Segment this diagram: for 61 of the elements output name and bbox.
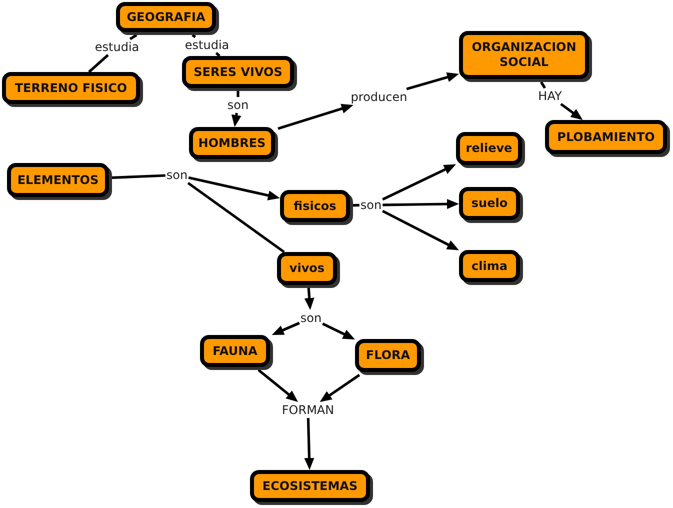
connector-line <box>215 52 220 57</box>
linking-phrase: son <box>227 98 249 112</box>
concept-box <box>2 72 140 104</box>
concept-box <box>280 190 350 222</box>
concept-box <box>459 31 589 79</box>
concept-box <box>355 339 421 372</box>
arrow <box>382 199 459 210</box>
concept-box <box>456 132 522 165</box>
connector-line <box>112 174 166 179</box>
linking-phrase: FORMAN <box>282 403 334 417</box>
arrow <box>304 418 314 470</box>
concept-box <box>459 187 520 220</box>
arrow <box>406 72 459 90</box>
arrow <box>560 102 583 120</box>
concept-label: HOMBRES <box>198 136 266 150</box>
arrow <box>231 112 242 127</box>
connector-line <box>540 81 546 89</box>
linking-phrase: son <box>360 198 382 212</box>
concept-label: ELEMENTOS <box>17 172 99 188</box>
connector-line <box>88 54 109 73</box>
linking-phrase: HAY <box>538 89 562 103</box>
connector-line <box>352 204 360 207</box>
linking-phrase: estudia <box>184 38 230 52</box>
concept-label: GEOGRAFIA <box>126 10 206 24</box>
concept-label: TERRENO FISICO <box>14 80 128 96</box>
concept-label: ORGANIZACION SOCIAL <box>470 40 578 70</box>
arrow <box>382 164 456 201</box>
connector-line <box>129 34 138 40</box>
concept-box <box>7 163 109 197</box>
concept-box <box>189 127 275 159</box>
arrow <box>382 210 459 250</box>
linking-phrase: estudia <box>94 40 140 54</box>
concept-label: PLOBAMIENTO <box>557 130 655 144</box>
linking-phrase: son <box>166 168 188 182</box>
arrow <box>272 322 300 335</box>
concept-box <box>116 2 216 32</box>
linking-phrase: producen <box>350 90 408 104</box>
concept-box <box>200 335 270 367</box>
arrow <box>320 374 360 402</box>
concept-box <box>459 250 520 282</box>
arrow <box>188 176 280 200</box>
concept-label: fisicos <box>294 198 336 214</box>
arrow <box>322 322 355 340</box>
arrow <box>278 104 354 130</box>
connector-line <box>187 182 285 254</box>
concept-label: FLORA <box>366 348 410 363</box>
concept-box <box>250 470 370 502</box>
concept-label: FAUNA <box>212 344 258 358</box>
concept-label: SERES VIVOS <box>194 64 282 80</box>
arrow <box>304 288 314 310</box>
concept-label: clima <box>472 258 508 274</box>
concept-box <box>277 252 337 285</box>
concept-box <box>182 56 294 88</box>
linking-phrase: son <box>300 311 322 325</box>
concept-label: vivos <box>289 261 325 276</box>
connector-line <box>236 91 240 97</box>
arrow <box>258 369 298 402</box>
concept-label: relieve <box>466 141 512 156</box>
concept-label: ECOSISTEMAS <box>262 478 358 494</box>
concept-box <box>545 120 667 154</box>
concept-label: suelo <box>471 196 508 211</box>
